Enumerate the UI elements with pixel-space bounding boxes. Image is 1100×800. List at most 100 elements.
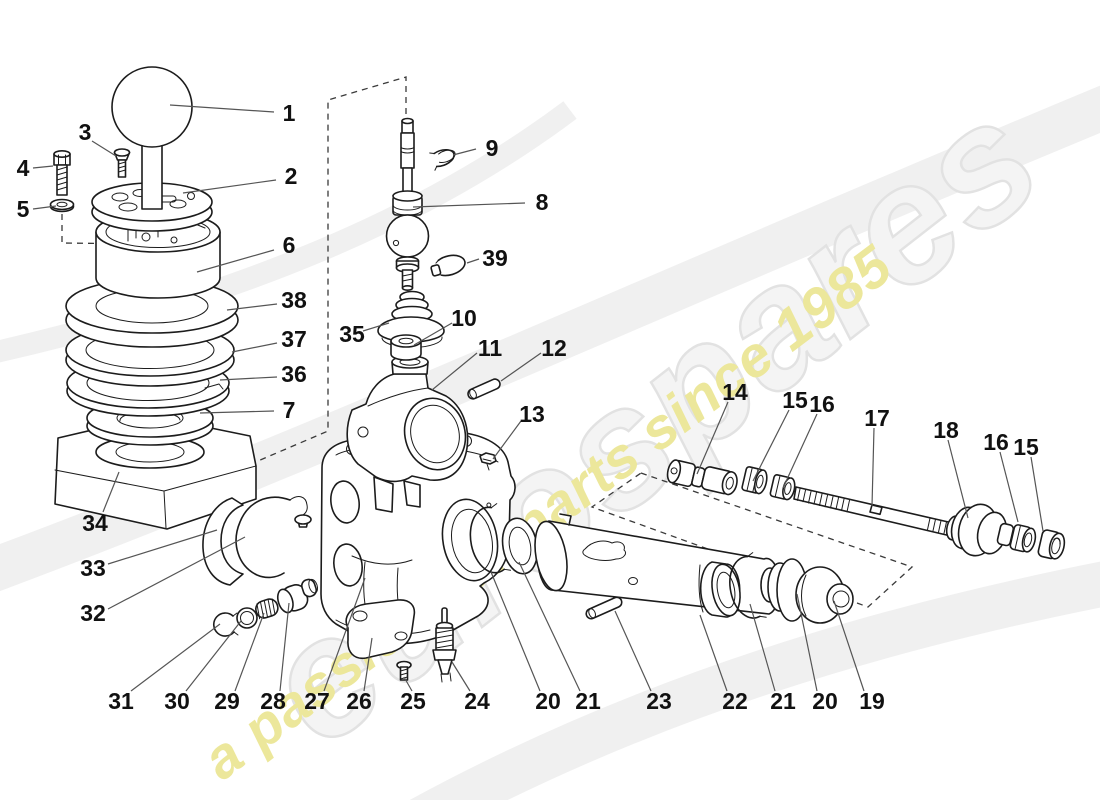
part-spring — [255, 598, 279, 620]
leader-line-34 — [102, 471, 120, 513]
leader-line-27 — [323, 577, 366, 692]
part-nut-16-left — [769, 474, 796, 501]
callout-31[interactable]: 31 — [108, 688, 134, 714]
callout-5[interactable]: 5 — [17, 196, 30, 222]
part-gear-knob — [111, 66, 193, 210]
callout-10[interactable]: 10 — [451, 305, 477, 331]
callout-25[interactable]: 25 — [400, 688, 426, 714]
leader-line-36 — [219, 376, 278, 381]
part-inner-joint — [945, 503, 1015, 557]
callout-39[interactable]: 39 — [482, 245, 508, 271]
callout-32[interactable]: 32 — [80, 600, 106, 626]
part-universal-joint — [666, 459, 738, 496]
callout-16[interactable]: 16 — [983, 429, 1009, 455]
part-washer — [49, 198, 75, 213]
leader-line-21 — [749, 603, 776, 692]
parts-artwork — [49, 66, 1066, 683]
leader-line-5 — [32, 205, 57, 210]
callout-21[interactable]: 21 — [770, 688, 796, 714]
leader-line-20 — [796, 593, 818, 692]
leader-line-7 — [199, 410, 275, 414]
callout-33[interactable]: 33 — [80, 555, 106, 581]
part-nut-15-left — [741, 466, 768, 495]
callout-15[interactable]: 15 — [782, 387, 808, 413]
projection-dashed-lines — [61, 76, 914, 608]
callout-1[interactable]: 1 — [283, 100, 296, 126]
callout-23[interactable]: 23 — [646, 688, 672, 714]
callout-38[interactable]: 38 — [281, 287, 307, 313]
part-pin-12 — [467, 378, 501, 400]
leader-line-16 — [782, 413, 818, 489]
callout-19[interactable]: 19 — [859, 688, 885, 714]
callout-12[interactable]: 12 — [541, 335, 567, 361]
callout-26[interactable]: 26 — [346, 688, 372, 714]
leader-line-17 — [871, 427, 875, 507]
callout-35[interactable]: 35 — [339, 321, 365, 347]
part-nut-16-right — [1009, 524, 1037, 553]
dashed-lever-box — [147, 76, 407, 509]
leader-line-23 — [614, 610, 652, 692]
callout-22[interactable]: 22 — [722, 688, 748, 714]
callout-28[interactable]: 28 — [260, 688, 286, 714]
part-shift-lever — [385, 117, 430, 291]
leader-line-15 — [752, 409, 790, 482]
leader-line-12 — [500, 352, 542, 382]
callout-7[interactable]: 7 — [283, 397, 296, 423]
dashed-rod-projection — [590, 472, 914, 608]
leader-line-18 — [947, 439, 969, 519]
part-snap-ring-9 — [429, 148, 456, 171]
callout-21[interactable]: 21 — [575, 688, 601, 714]
leader-line-6 — [196, 249, 275, 273]
swoosh-curve-lower — [409, 561, 1100, 800]
leader-line-14 — [696, 401, 729, 475]
leader-line-22 — [699, 614, 728, 692]
callout-6[interactable]: 6 — [283, 232, 296, 258]
callout-8[interactable]: 8 — [536, 189, 549, 215]
callout-29[interactable]: 29 — [214, 688, 240, 714]
callout-16[interactable]: 16 — [809, 391, 835, 417]
callout-27[interactable]: 27 — [304, 688, 330, 714]
callout-24[interactable]: 24 — [464, 688, 490, 714]
leader-line-21 — [518, 561, 581, 692]
leader-line-38 — [226, 303, 278, 311]
callout-18[interactable]: 18 — [933, 417, 959, 443]
part-nut-15-right — [1037, 529, 1066, 560]
leader-line-26 — [363, 637, 373, 692]
part-snap-ring-small — [212, 612, 239, 637]
callout-30[interactable]: 30 — [164, 688, 190, 714]
part-bolt-13 — [479, 452, 497, 471]
callout-20[interactable]: 20 — [535, 688, 561, 714]
callout-3[interactable]: 3 — [79, 119, 92, 145]
leader-line-1 — [169, 104, 275, 113]
leader-line-4 — [32, 165, 54, 169]
leader-line-15 — [1030, 456, 1044, 532]
part-clamp-shell — [202, 497, 244, 586]
callout-4[interactable]: 4 — [17, 155, 30, 181]
part-mounting-base — [54, 415, 257, 530]
callout-11[interactable]: 11 — [478, 335, 503, 361]
callout-14[interactable]: 14 — [722, 379, 748, 405]
part-upper-bracket — [346, 355, 469, 513]
part-snap-ring-tube-right — [729, 552, 767, 619]
leader-line-32 — [107, 536, 246, 610]
part-clamp-ring-39 — [430, 254, 466, 277]
leader-line-33 — [107, 529, 218, 565]
callout-13[interactable]: 13 — [519, 401, 545, 427]
leader-line-37 — [231, 342, 278, 353]
callout-9[interactable]: 9 — [486, 135, 499, 161]
leader-line-30 — [185, 620, 242, 692]
leader-line-19 — [833, 600, 865, 692]
callout-17[interactable]: 17 — [864, 405, 890, 431]
part-bushing-ring — [236, 607, 258, 629]
part-countersunk-screw — [113, 148, 131, 178]
callout-34[interactable]: 34 — [82, 510, 108, 536]
callout-2[interactable]: 2 — [285, 163, 298, 189]
part-snap-ring-tube-left — [469, 502, 512, 574]
callout-20[interactable]: 20 — [812, 688, 838, 714]
part-reverse-switch — [432, 607, 457, 683]
callout-15[interactable]: 15 — [1013, 434, 1039, 460]
part-tie-rod — [793, 486, 958, 538]
callout-37[interactable]: 37 — [281, 326, 307, 352]
callout-36[interactable]: 36 — [281, 361, 307, 387]
